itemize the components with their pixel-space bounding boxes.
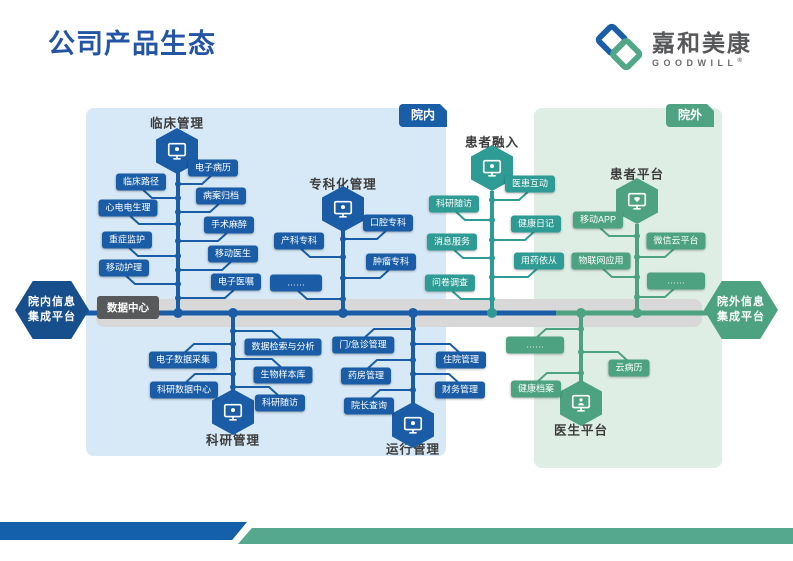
product-node: 住院管理 — [435, 351, 487, 369]
bottom-stripe-green — [238, 528, 793, 544]
company-logo: 嘉和美康 GOODWILL® — [594, 22, 752, 77]
product-node: 科研数据中心 — [149, 381, 219, 399]
product-node: 物联网应用 — [571, 252, 631, 270]
product-node-ellipsis: …… — [506, 336, 564, 354]
monitor-heart-icon — [627, 192, 647, 210]
product-node: 口腔专科 — [362, 214, 414, 232]
product-node: 健康日记 — [510, 215, 562, 233]
product-node: 药房管理 — [340, 367, 392, 385]
monitor-person-icon — [571, 394, 591, 412]
product-node: 重症监护 — [101, 231, 153, 249]
group-title-patient-engagement: 患者融入 — [464, 135, 520, 150]
product-node: 肿瘤专科 — [365, 253, 417, 271]
out-hospital-zone-tab: 院外 — [666, 104, 714, 127]
bottom-stripe-blue — [0, 522, 247, 540]
group-title-operations: 运行管理 — [385, 442, 441, 457]
monitor-icon — [167, 142, 187, 160]
logo-cn-text: 嘉和美康 — [652, 29, 752, 56]
product-node: 生物样本库 — [253, 366, 313, 384]
product-node: 健康档案 — [510, 380, 562, 398]
product-node: 问卷调查 — [424, 274, 476, 292]
product-node: 门/急诊管理 — [332, 336, 394, 354]
product-node-ellipsis: …… — [647, 272, 705, 290]
group-title-doctor-platform: 医生平台 — [553, 423, 609, 438]
product-node: 临床路径 — [115, 173, 167, 191]
product-node: 电子数据采集 — [148, 351, 218, 369]
product-node-ellipsis: …… — [270, 274, 322, 292]
logo-diamond-icon — [594, 22, 644, 77]
logo-en-text: GOODWILL® — [652, 57, 747, 68]
monitor-icon — [403, 416, 423, 434]
product-node: 手术麻醉 — [203, 216, 255, 234]
group-title-specialty: 专科化管理 — [309, 177, 377, 192]
monitor-gear-icon — [223, 403, 243, 421]
product-node: 财务管理 — [434, 381, 486, 399]
product-node: 科研随访 — [254, 394, 306, 412]
in-hospital-zone-tab: 院内 — [399, 104, 447, 127]
product-node: 微信云平台 — [646, 232, 706, 250]
product-node: 科研随访 — [428, 195, 480, 213]
data-center-label: 数据中心 — [97, 296, 159, 319]
product-node: 云病历 — [608, 359, 650, 377]
product-node: 电子病历 — [187, 159, 239, 177]
group-title-research: 科研管理 — [205, 433, 261, 448]
product-node: 心电电生理 — [98, 199, 158, 217]
out-hospital-integration-platform: 院外信息 集成平台 — [704, 281, 778, 339]
product-node: 病案归档 — [195, 187, 247, 205]
specialty-hexagon — [322, 186, 364, 232]
product-node: 移动护理 — [98, 259, 150, 277]
product-node: 移动医生 — [207, 245, 259, 263]
product-node: 用药依从 — [513, 252, 565, 270]
product-node: 医患互动 — [504, 175, 556, 193]
monitor-icon — [482, 159, 502, 177]
page-title: 公司产品生态 — [48, 29, 216, 59]
in-hospital-integration-platform: 院内信息 集成平台 — [15, 281, 89, 339]
product-node: 移动APP — [572, 211, 624, 229]
product-node: 数据检索与分析 — [244, 338, 322, 356]
group-title-clinical: 临床管理 — [149, 116, 205, 131]
patient-platform-hexagon — [616, 178, 658, 224]
monitor-icon — [333, 200, 353, 218]
product-node: 产科专科 — [273, 232, 325, 250]
group-title-patient-platform: 患者平台 — [609, 167, 665, 182]
product-node: 院长查询 — [343, 397, 395, 415]
product-node: 消息服务 — [426, 233, 478, 251]
product-node: 电子医嘱 — [210, 273, 262, 291]
